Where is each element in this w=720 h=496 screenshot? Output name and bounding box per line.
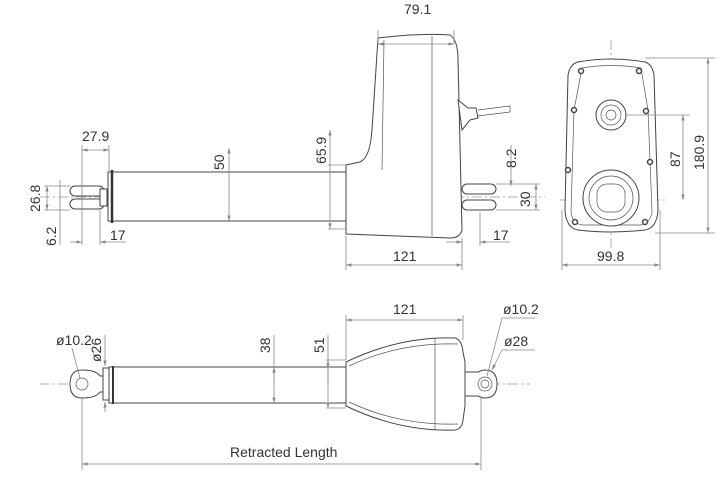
cable: [457, 98, 479, 132]
dim-17-left: 17: [110, 227, 126, 243]
dim-50: 50: [211, 154, 227, 170]
dim-87: 87: [667, 151, 683, 167]
dim-51: 51: [311, 337, 327, 353]
dim-99-8: 99.8: [597, 248, 624, 264]
dim-65-9: 65.9: [313, 137, 329, 164]
connector-port: [595, 99, 627, 131]
dim-27-9: 27.9: [82, 128, 109, 144]
dim-121-side: 121: [393, 248, 417, 264]
dim-17-right: 17: [493, 227, 509, 243]
dim-rear-eye: ø28: [504, 333, 528, 349]
dim-front-hole: ø10.2: [56, 332, 92, 348]
dim-79-1: 79.1: [404, 1, 431, 17]
dim-121-top: 121: [393, 301, 417, 317]
end-view: 87 180.9 99.8: [560, 40, 715, 270]
front-clevis: [69, 185, 108, 210]
dim-30: 30: [517, 191, 533, 207]
dim-6-2: 6.2: [43, 226, 59, 246]
screws: [564, 67, 654, 226]
dim-180-9: 180.9: [691, 135, 707, 170]
dim-26-8: 26.8: [27, 185, 43, 212]
dim-8-2: 8.2: [503, 148, 519, 168]
rear-clevis: [461, 183, 497, 211]
rear-eye: [464, 369, 498, 399]
top-view: 121 ø10.2 ø26 38 51 ø10.2 ø28 Retracted …: [40, 301, 539, 470]
dim-retracted-length: Retracted Length: [230, 444, 337, 460]
motor-housing: [345, 33, 463, 239]
dim-38: 38: [257, 337, 273, 353]
motor-housing-top: [345, 337, 466, 431]
dim-rear-hole: ø10.2: [503, 301, 539, 317]
front-eye: [69, 367, 110, 401]
rear-mount: [582, 169, 640, 227]
side-view: 79.1 27.9 50 65.9 26.8 6.2 17 8.2 30 17 …: [27, 1, 545, 270]
actuator-tube: [107, 171, 347, 222]
dim-front-diameter: ø26: [88, 338, 104, 362]
actuator-tube-top: [108, 366, 347, 404]
